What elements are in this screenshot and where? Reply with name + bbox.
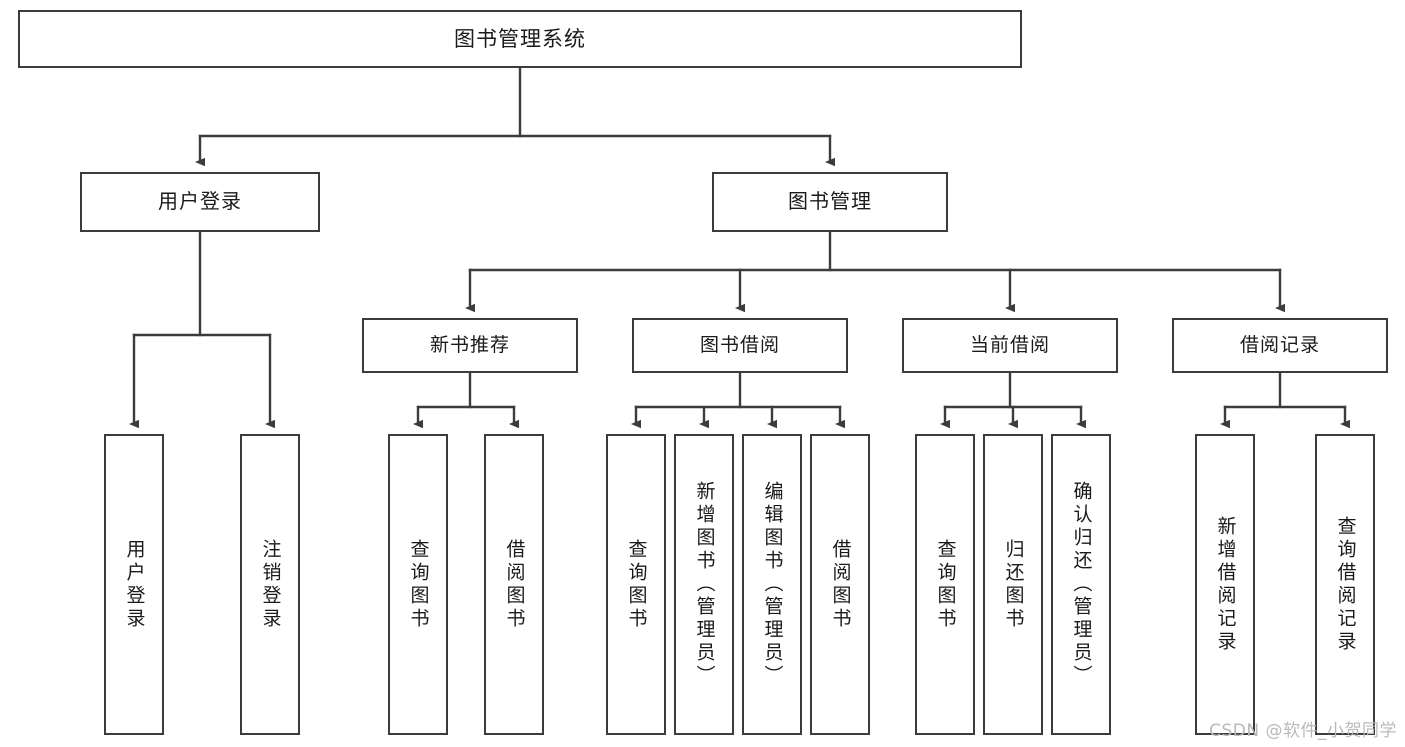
node-leaf-cur-return[interactable]: 归还图书 bbox=[983, 434, 1043, 735]
node-current-borrow[interactable]: 当前借阅 bbox=[902, 318, 1118, 373]
node-root[interactable]: 图书管理系统 bbox=[18, 10, 1022, 68]
node-leaf-borrow-edit-label: 编辑图书（管理员） bbox=[761, 481, 784, 688]
node-leaf-rec-add-label: 新增借阅记录 bbox=[1214, 515, 1237, 654]
node-leaf-user-logout-label: 注销登录 bbox=[259, 538, 282, 631]
node-borrow-record[interactable]: 借阅记录 bbox=[1172, 318, 1388, 373]
node-leaf-rec-borrow-label: 借阅图书 bbox=[503, 538, 526, 631]
node-new-book-rec[interactable]: 新书推荐 bbox=[362, 318, 578, 373]
node-borrow-record-label: 借阅记录 bbox=[1239, 334, 1320, 357]
node-leaf-user-logout[interactable]: 注销登录 bbox=[240, 434, 300, 735]
node-leaf-borrow-add[interactable]: 新增图书（管理员） bbox=[674, 434, 734, 735]
node-leaf-rec-borrow[interactable]: 借阅图书 bbox=[484, 434, 544, 735]
node-leaf-cur-confirm[interactable]: 确认归还（管理员） bbox=[1051, 434, 1111, 735]
csdn-watermark: CSDN @软件_小贺同学 bbox=[1209, 721, 1397, 741]
node-leaf-borrow-query-label: 查询图书 bbox=[625, 538, 648, 631]
node-new-book-rec-label: 新书推荐 bbox=[429, 334, 510, 357]
node-leaf-cur-confirm-label: 确认归还（管理员） bbox=[1070, 481, 1093, 688]
node-user-login-label: 用户登录 bbox=[158, 189, 242, 214]
node-user-login[interactable]: 用户登录 bbox=[80, 172, 320, 232]
node-root-label: 图书管理系统 bbox=[454, 26, 586, 51]
node-leaf-cur-query-label: 查询图书 bbox=[934, 538, 957, 631]
node-leaf-rec-query2[interactable]: 查询借阅记录 bbox=[1315, 434, 1375, 735]
node-book-manage-label: 图书管理 bbox=[788, 189, 872, 214]
node-leaf-user-login-label: 用户登录 bbox=[123, 538, 146, 631]
node-leaf-cur-return-label: 归还图书 bbox=[1002, 538, 1025, 631]
node-book-borrow-label: 图书借阅 bbox=[699, 334, 780, 357]
node-leaf-user-login[interactable]: 用户登录 bbox=[104, 434, 164, 735]
node-book-manage[interactable]: 图书管理 bbox=[712, 172, 948, 232]
node-leaf-cur-query[interactable]: 查询图书 bbox=[915, 434, 975, 735]
node-current-borrow-label: 当前借阅 bbox=[969, 334, 1050, 357]
node-leaf-borrow-lend-label: 借阅图书 bbox=[829, 538, 852, 631]
node-leaf-rec-add[interactable]: 新增借阅记录 bbox=[1195, 434, 1255, 735]
node-leaf-rec-query-label: 查询图书 bbox=[407, 538, 430, 631]
node-book-borrow[interactable]: 图书借阅 bbox=[632, 318, 848, 373]
node-leaf-borrow-add-label: 新增图书（管理员） bbox=[693, 481, 716, 688]
node-leaf-borrow-lend[interactable]: 借阅图书 bbox=[810, 434, 870, 735]
node-leaf-rec-query[interactable]: 查询图书 bbox=[388, 434, 448, 735]
node-leaf-borrow-query[interactable]: 查询图书 bbox=[606, 434, 666, 735]
node-leaf-rec-query2-label: 查询借阅记录 bbox=[1334, 515, 1357, 654]
node-leaf-borrow-edit[interactable]: 编辑图书（管理员） bbox=[742, 434, 802, 735]
